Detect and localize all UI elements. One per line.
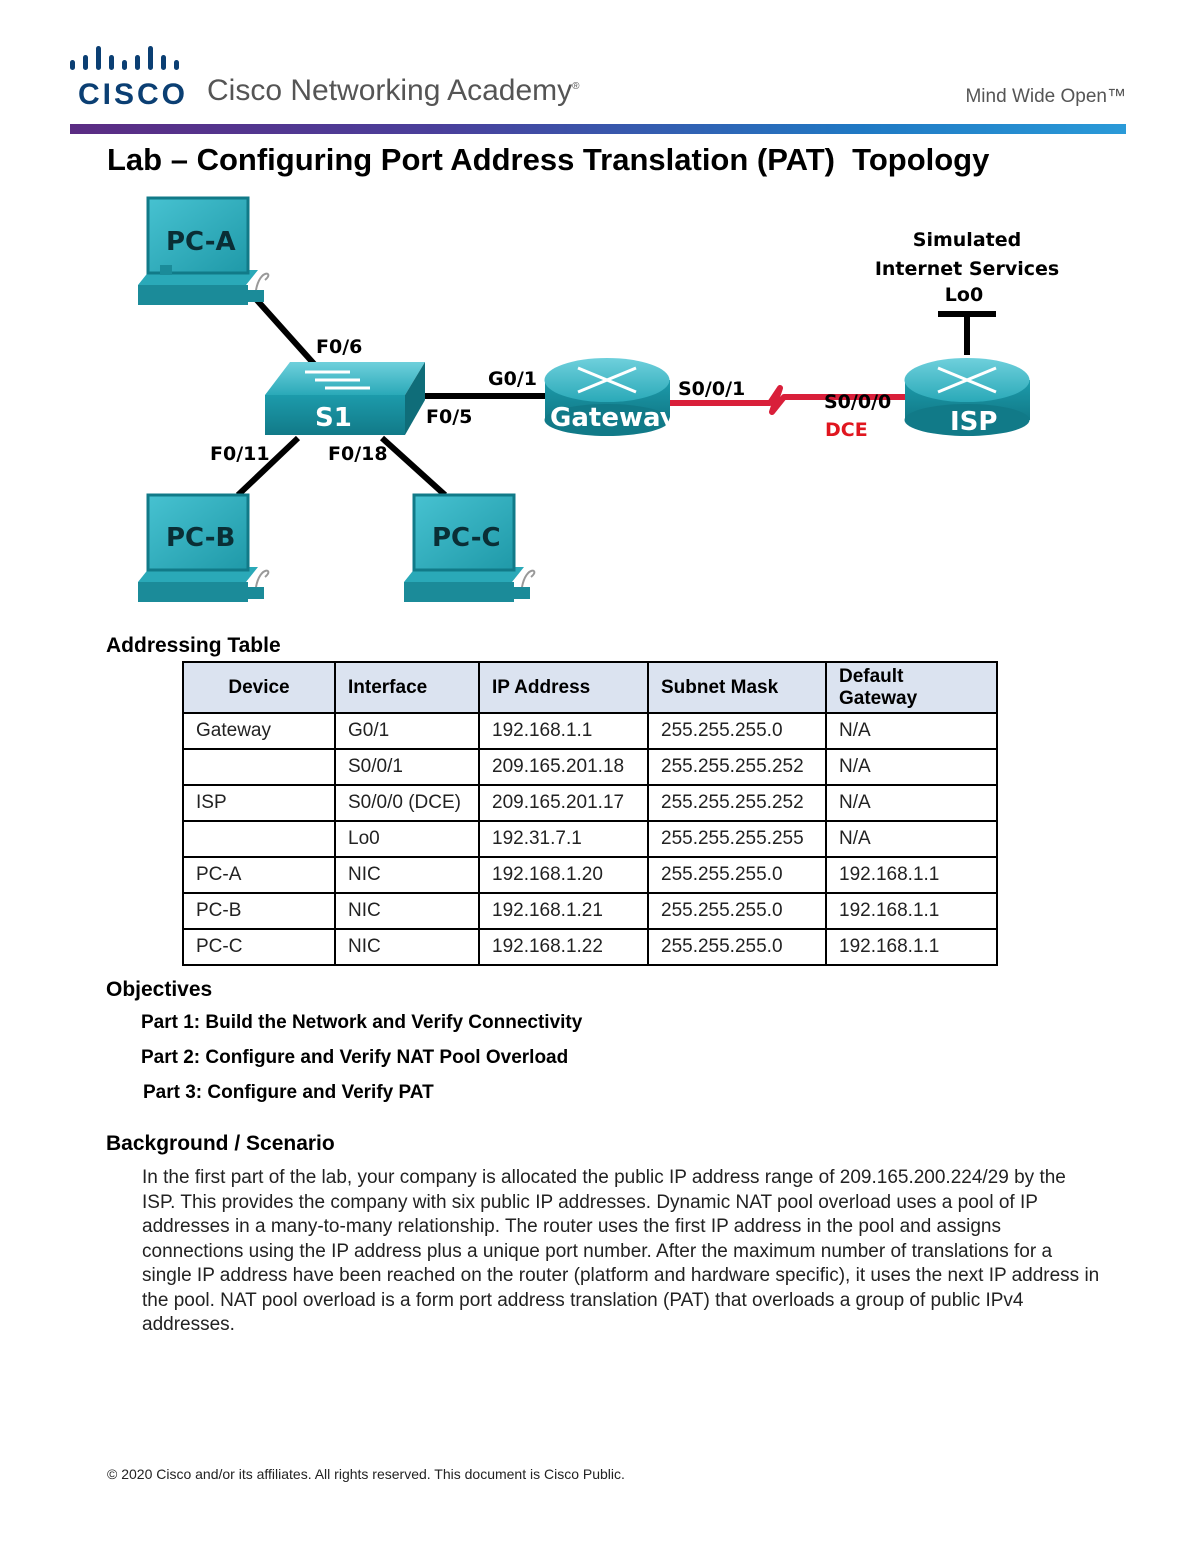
cell-device: PC-B: [182, 892, 336, 930]
table-row: Gateway G0/1 192.168.1.1 255.255.255.0 N…: [182, 712, 998, 750]
pc-b-icon: PC-B: [138, 493, 270, 602]
cell-interface: NIC: [334, 928, 480, 966]
gateway-router-icon: Gateway: [544, 358, 677, 436]
port-label-f0-5: F0/5: [426, 406, 472, 428]
cell-default-gateway: 192.168.1.1: [825, 892, 998, 930]
cell-device: Gateway: [182, 712, 336, 750]
academy-title: Cisco Networking Academy®: [207, 74, 580, 108]
objective-part-2: Part 2: Configure and Verify NAT Pool Ov…: [141, 1047, 569, 1068]
cell-interface: NIC: [334, 856, 480, 894]
cloud-label-line3: Lo0: [945, 284, 983, 306]
cell-subnet-mask: 255.255.255.252: [647, 748, 827, 786]
cell-interface: S0/0/0 (DCE): [334, 784, 480, 822]
link-s1-pcb: [235, 435, 301, 498]
table-row: ISP S0/0/0 (DCE) 209.165.201.17 255.255.…: [182, 784, 998, 822]
switch-s1-icon: S1: [265, 362, 425, 435]
cloud-label-line2: Internet Services: [875, 258, 1059, 280]
column-header-device: Device: [182, 661, 336, 714]
cell-subnet-mask: 255.255.255.255: [647, 820, 827, 858]
cell-default-gateway: N/A: [825, 748, 998, 786]
cell-default-gateway: N/A: [825, 784, 998, 822]
cell-default-gateway: N/A: [825, 820, 998, 858]
cell-ip-address: 192.168.1.20: [478, 856, 649, 894]
cloud-label-line1: Simulated: [913, 229, 1021, 251]
background-paragraph: In the first part of the lab, your compa…: [142, 1167, 1100, 1335]
table-row: PC-B NIC 192.168.1.21 255.255.255.0 192.…: [182, 892, 998, 930]
cell-ip-address: 192.168.1.21: [478, 892, 649, 930]
gateway-label: Gateway: [550, 403, 677, 433]
cell-default-gateway: 192.168.1.1: [825, 928, 998, 966]
port-label-f0-11: F0/11: [210, 443, 270, 465]
dce-label: DCE: [825, 419, 868, 441]
pc-a-icon: PC-A: [138, 196, 270, 305]
column-header-interface: Interface: [334, 661, 480, 714]
academy-text: Cisco Networking Academy: [207, 74, 573, 107]
pc-b-label: PC-B: [166, 523, 235, 553]
s1-label: S1: [315, 403, 352, 433]
pc-c-icon: PC-C: [404, 493, 536, 602]
copyright-footer: © 2020 Cisco and/or its affiliates. All …: [107, 1466, 625, 1482]
cell-subnet-mask: 255.255.255.0: [647, 712, 827, 750]
topology-diagram: PC-A PC-B PC-C S1 Gateway: [138, 196, 1059, 602]
link-gateway-isp-serial: [665, 385, 905, 415]
background-heading: Background / Scenario: [106, 1132, 335, 1155]
column-header-ip-address: IP Address: [478, 661, 649, 714]
table-row: PC-C NIC 192.168.1.22 255.255.255.0 192.…: [182, 928, 998, 966]
cell-subnet-mask: 255.255.255.0: [647, 892, 827, 930]
column-header-subnet-mask: Subnet Mask: [647, 661, 827, 714]
table-row: Lo0 192.31.7.1 255.255.255.255 N/A: [182, 820, 998, 858]
link-s1-pcc: [379, 435, 448, 498]
cell-ip-address: 192.168.1.1: [478, 712, 649, 750]
table-header-row: Device Interface IP Address Subnet Mask …: [182, 661, 998, 714]
port-label-s0-0-0: S0/0/0: [824, 391, 891, 413]
cell-device: [182, 748, 336, 786]
port-label-f0-18: F0/18: [328, 443, 388, 465]
isp-router-icon: ISP: [904, 358, 1030, 437]
cell-interface: S0/0/1: [334, 748, 480, 786]
cell-ip-address: 192.31.7.1: [478, 820, 649, 858]
port-label-s0-0-1: S0/0/1: [678, 378, 745, 400]
header-divider: [70, 124, 1126, 134]
cell-subnet-mask: 255.255.255.0: [647, 856, 827, 894]
objective-part-1: Part 1: Build the Network and Verify Con…: [141, 1012, 583, 1033]
port-label-f0-6: F0/6: [316, 336, 362, 358]
cell-interface: Lo0: [334, 820, 480, 858]
cisco-logo-bars: [70, 46, 179, 70]
cisco-logo-wordmark: CISCO: [78, 78, 189, 111]
cell-subnet-mask: 255.255.255.0: [647, 928, 827, 966]
addressing-table-heading: Addressing Table: [106, 634, 281, 657]
page-title: Lab – Configuring Port Address Translati…: [107, 142, 990, 177]
addressing-table: Device Interface IP Address Subnet Mask …: [182, 661, 998, 966]
cell-device: ISP: [182, 784, 336, 822]
pc-c-label: PC-C: [432, 523, 501, 553]
objectives-heading: Objectives: [106, 978, 213, 1001]
table-row: S0/0/1 209.165.201.18 255.255.255.252 N/…: [182, 748, 998, 786]
cell-device: PC-C: [182, 928, 336, 966]
tagline: Mind Wide Open™: [965, 86, 1126, 107]
isp-label: ISP: [950, 407, 997, 437]
cell-interface: NIC: [334, 892, 480, 930]
objective-part-3: Part 3: Configure and Verify PAT: [143, 1082, 434, 1103]
port-label-g0-1: G0/1: [488, 368, 537, 390]
cell-ip-address: 192.168.1.22: [478, 928, 649, 966]
pc-a-label: PC-A: [166, 227, 236, 257]
link-s1-pca: [252, 295, 318, 368]
cell-interface: G0/1: [334, 712, 480, 750]
column-header-default-gateway: Default Gateway: [825, 661, 998, 714]
cell-default-gateway: N/A: [825, 712, 998, 750]
cell-ip-address: 209.165.201.18: [478, 748, 649, 786]
cell-ip-address: 209.165.201.17: [478, 784, 649, 822]
cell-device: [182, 820, 336, 858]
cell-default-gateway: 192.168.1.1: [825, 856, 998, 894]
cell-subnet-mask: 255.255.255.252: [647, 784, 827, 822]
cell-device: PC-A: [182, 856, 336, 894]
table-row: PC-A NIC 192.168.1.20 255.255.255.0 192.…: [182, 856, 998, 894]
registered-mark: ®: [572, 81, 580, 92]
